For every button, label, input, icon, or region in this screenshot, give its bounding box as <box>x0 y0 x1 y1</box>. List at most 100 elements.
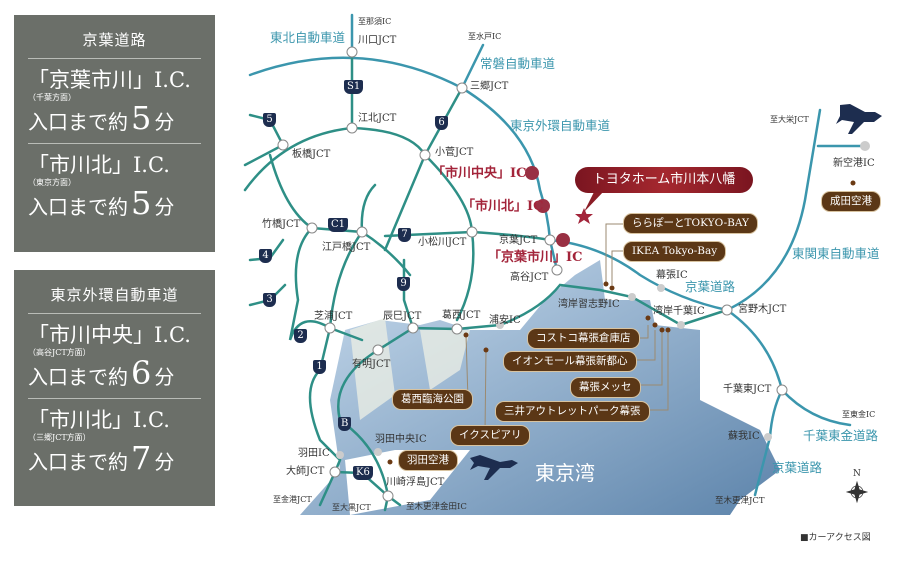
jct-kasai <box>451 323 463 335</box>
facility-label: 羽田空港 <box>398 450 458 471</box>
ic-name: 「京葉市川」I.C. <box>28 68 191 92</box>
ic-keiyo-ichikawa <box>556 233 570 247</box>
jct-ariake <box>372 344 384 356</box>
facility-dot <box>659 327 665 333</box>
place-label: 有明JCT <box>352 359 391 370</box>
route-shield: K6 <box>353 466 373 480</box>
place-label: 羽田IC <box>298 448 330 459</box>
route-5b <box>268 153 314 230</box>
jct-miyanogi <box>721 304 733 316</box>
place-label: 至木更津JCT <box>715 496 765 506</box>
direction: （千葉方面） <box>28 93 76 102</box>
keiyo-road <box>548 108 822 312</box>
jct-koya <box>551 264 563 276</box>
place-label: 至木更津金田IC <box>406 502 467 512</box>
ic-ichikawa-chuo-label: 「市川中央」IC <box>432 166 527 181</box>
place-label: 至大栄JCT <box>770 115 809 124</box>
ic-shinkuko <box>860 141 870 151</box>
place-label: 至金港JCT <box>273 495 312 504</box>
facility-dot <box>609 285 615 291</box>
facility-label: イクスピアリ <box>450 425 531 446</box>
facility-label: 成田空港 <box>821 191 881 212</box>
facility-label: 葛西臨海公園 <box>392 389 473 410</box>
place-label: 板橋JCT <box>292 149 331 160</box>
route-shield: 4 <box>259 249 272 263</box>
jct-daishi <box>329 466 341 478</box>
facility-label: イオンモール幕張新都心 <box>503 351 637 372</box>
facility-label: ららぽーとTOKYO-BAY <box>623 213 758 234</box>
property-star-icon <box>575 208 593 224</box>
route-shield: 3 <box>263 293 276 307</box>
compass-icon <box>845 480 869 504</box>
place-label: 至水戸IC <box>468 32 502 41</box>
reclaimed-land <box>350 318 470 420</box>
route-k6 <box>333 470 402 507</box>
ic-urayasu <box>496 321 504 329</box>
direction: （高谷JCT方面） <box>28 348 91 357</box>
ic-name: 「市川北」I.C. <box>28 408 170 432</box>
route-shield: 1 <box>313 360 326 374</box>
place-label: 蘇我IC <box>728 431 760 442</box>
ic-makuhari <box>657 284 665 292</box>
place-label: 三郷JCT <box>470 81 509 92</box>
route-shield: 9 <box>397 277 410 291</box>
map-legend: ■カーアクセス図 <box>800 533 871 543</box>
facility-dot <box>665 327 671 333</box>
bay-label: 東京湾 <box>535 461 595 485</box>
place-label: 葛西JCT <box>442 310 481 321</box>
ic-haneda-chuo <box>374 448 382 456</box>
ic-name: 「市川中央」I.C. <box>28 323 191 347</box>
place-label: 千葉東JCT <box>723 384 772 395</box>
leader-line <box>465 223 669 434</box>
airplane-icon <box>836 104 882 134</box>
road-label: 常磐自動車道 <box>480 56 556 71</box>
route-shield: S1 <box>344 80 364 94</box>
route-shield: 2 <box>294 329 307 343</box>
place-label: 辰巳JCT <box>383 311 422 322</box>
direction: （東京方面） <box>28 178 76 187</box>
place-label: 竹橋JCT <box>262 219 301 230</box>
ic-wangan-narashino <box>628 293 636 301</box>
route-shield: B <box>338 417 352 431</box>
jct-itabashi <box>277 139 289 151</box>
road-label: 千葉東金道路 <box>803 428 879 443</box>
place-label: 幕張IC <box>656 270 688 281</box>
route-shield: 7 <box>398 228 411 242</box>
place-label: 大師JCT <box>286 466 325 477</box>
facility-label: 幕張メッセ <box>570 377 641 398</box>
place-label: 至東金IC <box>842 410 876 419</box>
jct-chiba-higashi <box>776 384 788 396</box>
road-label: 京葉道路 <box>772 460 823 475</box>
place-label: 江戸橋JCT <box>322 242 371 253</box>
ic-ichikawa-kita-label: 「市川北」IC <box>462 199 544 214</box>
callout-pointer <box>584 190 605 212</box>
facility-dot <box>387 459 393 465</box>
facility-dot <box>645 315 651 321</box>
jct-keiyo <box>544 234 556 246</box>
jct-tatsumi <box>407 322 419 334</box>
ic-soga <box>764 433 772 441</box>
place-label: 湾岸習志野IC <box>558 299 620 310</box>
place-label: 小松川JCT <box>418 237 467 248</box>
c1-loop <box>288 183 412 342</box>
jct-kohoku <box>346 122 358 134</box>
facility-label: コストコ幕張倉庫店 <box>527 328 640 349</box>
property-callout: トヨタホーム市川本八幡 <box>575 167 753 193</box>
route-5 <box>243 113 285 167</box>
place-label: 小菅JCT <box>435 147 474 158</box>
ic-keiyo-ichikawa-label: 「京葉市川」IC <box>488 250 583 265</box>
jct-edobashi <box>356 226 368 238</box>
road-label: 東北自動車道 <box>270 30 346 45</box>
facility-dot <box>850 180 856 186</box>
ic-wangan-chiba <box>677 321 685 329</box>
route-9 <box>402 258 415 330</box>
route-shield: C1 <box>328 218 349 232</box>
